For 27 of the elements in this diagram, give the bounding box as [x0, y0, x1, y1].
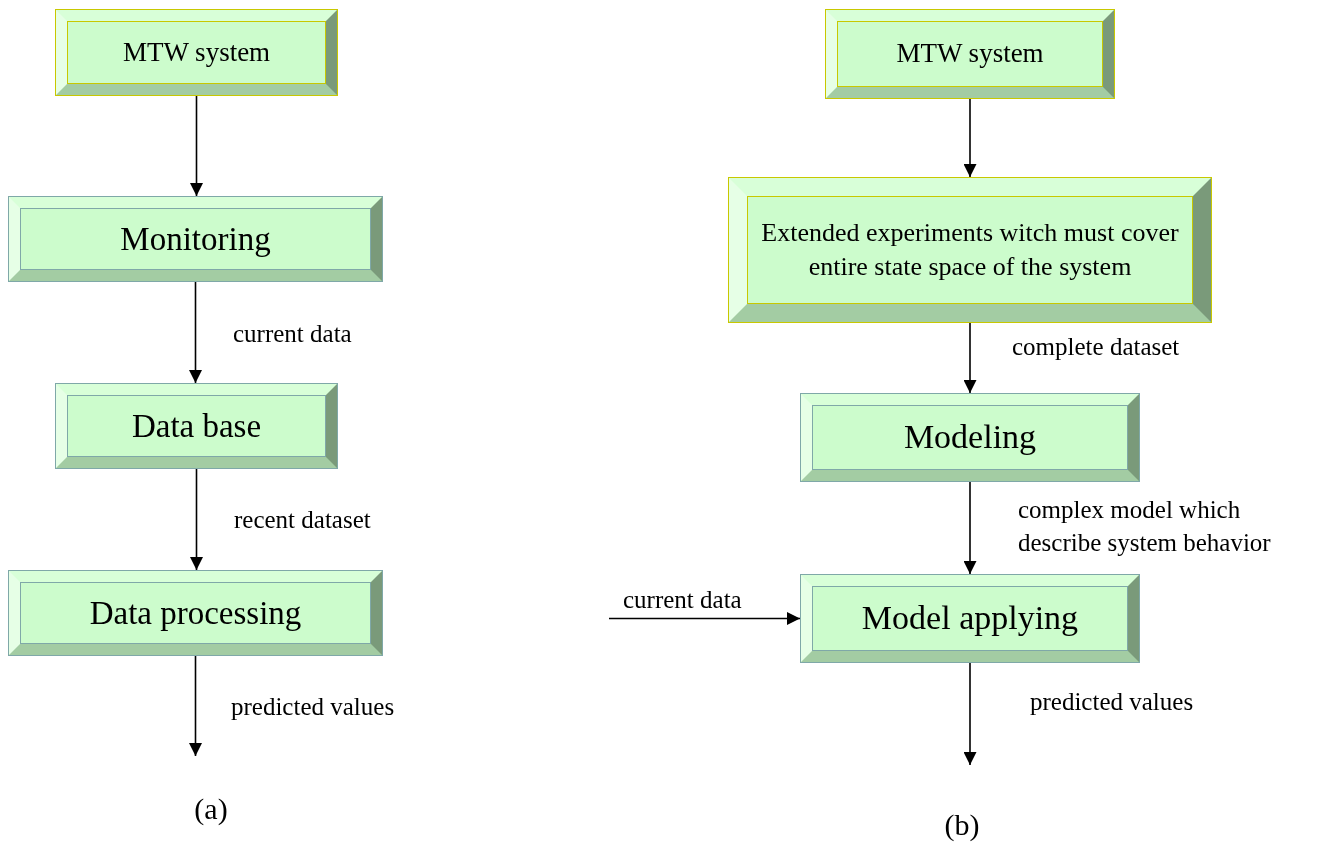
node-label: Data base: [131, 406, 262, 446]
process-box: [801, 575, 1139, 662]
arrow: [190, 95, 203, 197]
process-box: [9, 197, 382, 281]
process-box: [56, 384, 337, 468]
node-label: Model applying: [861, 598, 1079, 639]
panel-caption: (a): [194, 792, 228, 826]
arrow: [189, 655, 202, 757]
node-label: MTW system: [896, 37, 1044, 71]
node-label: MTW system: [122, 35, 271, 69]
node-label: Modeling: [903, 417, 1037, 458]
process-box: [729, 178, 1211, 322]
node-label: Extended experiments witch must cover entire state space of the system: [760, 217, 1180, 283]
arrow: [963, 98, 977, 178]
arrow: [608, 612, 801, 625]
arrow: [190, 468, 203, 571]
process-box: [801, 394, 1139, 481]
process-box: [56, 10, 337, 95]
process-box: [826, 10, 1114, 98]
node-label: Data processing: [89, 593, 302, 633]
arrow: [189, 281, 202, 384]
arrow: [963, 481, 977, 575]
arrow: [963, 322, 977, 394]
node-label: Monitoring: [120, 219, 271, 259]
process-box: [9, 571, 382, 655]
panel-caption: (b): [944, 808, 980, 842]
arrow: [963, 662, 977, 766]
